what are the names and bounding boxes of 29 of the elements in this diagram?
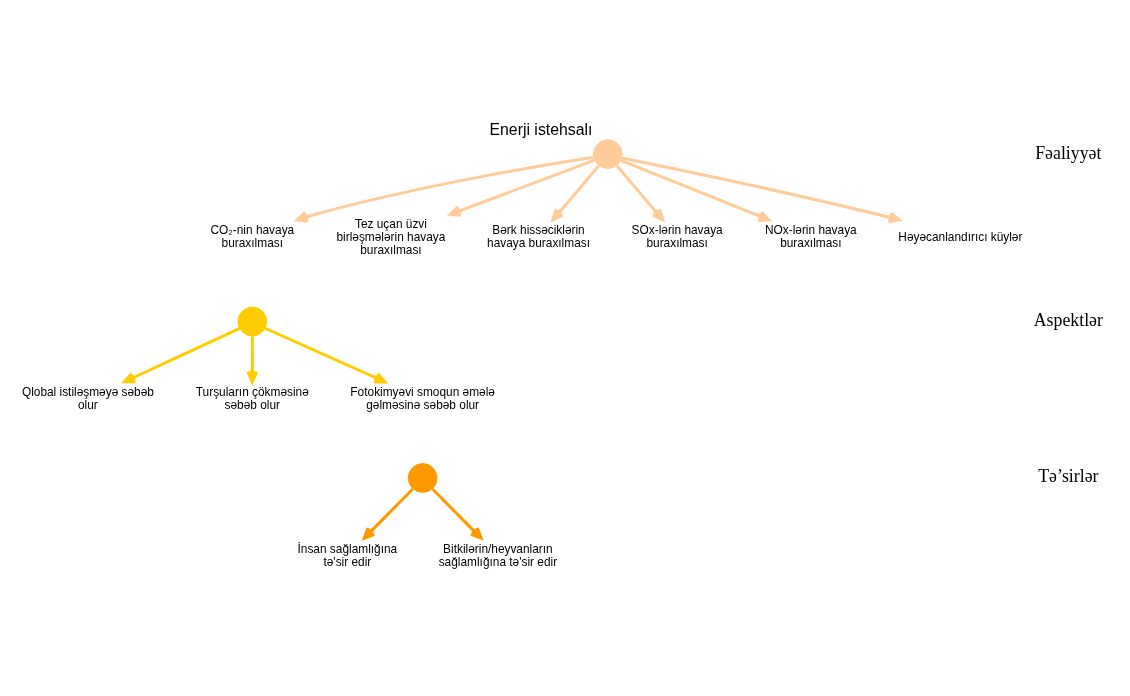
arrow <box>551 164 600 222</box>
node-text: Fotokimyəvi smoqun əmələ gəlməsinə səbəb olur <box>350 385 495 413</box>
node-circle <box>407 463 438 493</box>
node-text: İnsan sağlamlığına tə'sir edir <box>297 541 398 569</box>
node-text: Qlobal istiləşməyə səbəb olur <box>21 385 154 413</box>
arrow <box>620 159 771 222</box>
node-text: Həyəcanlandırıcı küylər <box>898 229 1023 244</box>
node-text: Bitkilərin/heyvanların sağlamlığına tə'sir edir <box>438 541 558 569</box>
node-label: Enerji istehsalı <box>489 120 593 138</box>
arrow <box>246 336 259 384</box>
node-circle <box>237 306 268 337</box>
label: Aspektlər <box>1033 309 1103 330</box>
arrow <box>621 156 901 224</box>
node-text: Turşuların çökməsinə səbəb olur <box>195 385 309 413</box>
arrow <box>264 326 387 384</box>
node-text: NOx-lərin havaya buraxılması <box>764 223 857 251</box>
label: Tə’sirlər <box>1038 466 1099 487</box>
arrow <box>448 158 596 217</box>
node-text: SOx-lərin havaya buraxılması <box>631 223 723 251</box>
arrow <box>122 327 241 384</box>
arrow <box>615 164 665 222</box>
arrow <box>295 155 594 223</box>
node-circle <box>592 139 623 169</box>
node-text: Bərk hissəciklərin havaya buraxılması <box>487 223 590 251</box>
node-text: CO₂-nin havaya buraxılması <box>210 223 295 251</box>
arrow <box>362 487 414 540</box>
node-text: Tez uçan üzvi birləşmələrin havaya buraxılması <box>336 217 446 257</box>
arrow <box>431 487 483 540</box>
label: Fəaliyyət <box>1035 142 1102 163</box>
